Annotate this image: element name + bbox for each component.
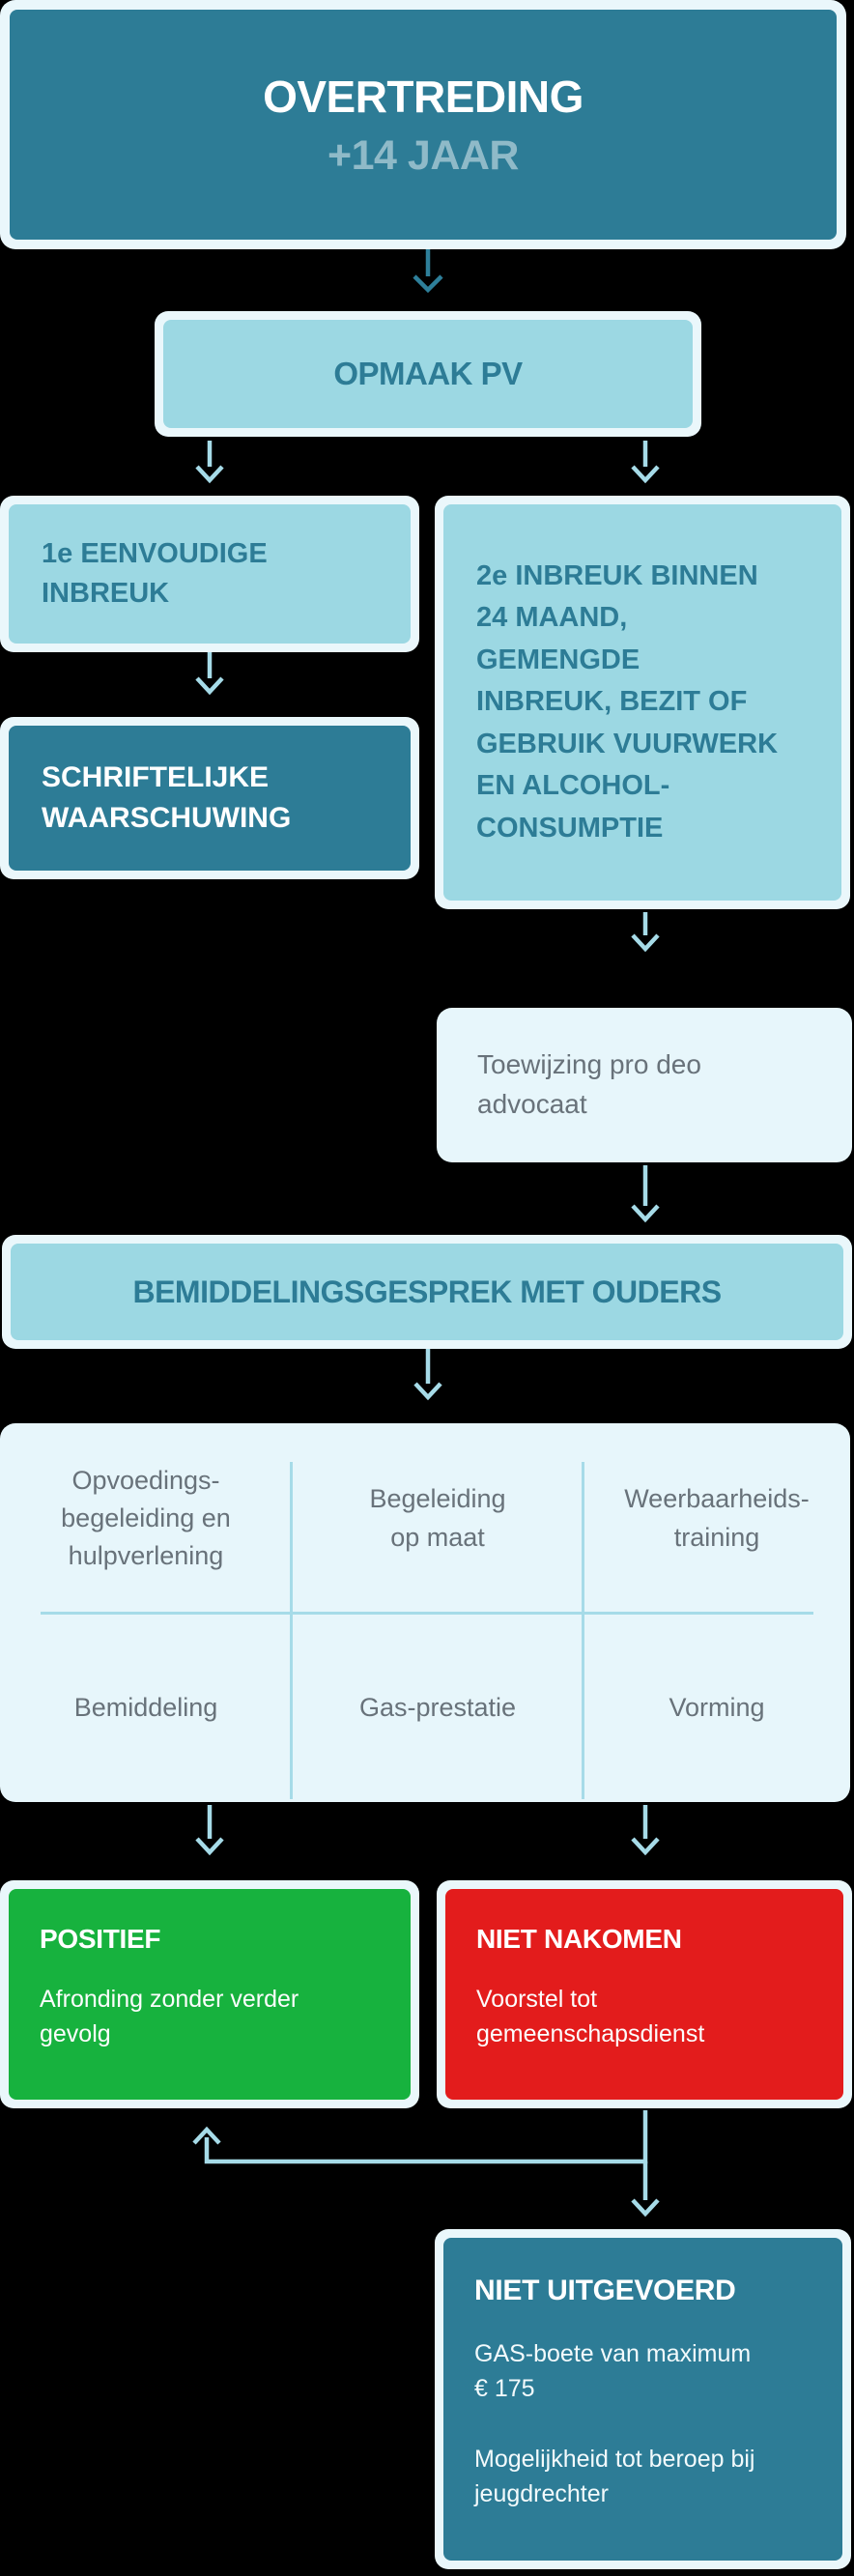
arrow-toewijzing-bemiddeling — [631, 1165, 660, 1223]
positief-body: Afronding zonder verder gevolg — [40, 1986, 299, 2048]
maatregel-gas-prestatie: Gas-prestatie — [358, 1692, 517, 1722]
positief-title: POSITIEF — [40, 1924, 161, 1954]
arrow-eenvoudige-schriftelijke — [195, 646, 224, 696]
arrowhead-up-positief — [192, 2126, 221, 2145]
maatregel-vorming: Vorming — [669, 1692, 765, 1722]
connector-nietnakomen-branch — [192, 2110, 660, 2218]
tweede-inbreuk-label: 2e INBREUK BINNEN 24 MAAND, GEMENGDE INB… — [476, 559, 779, 844]
node-overtreding: OVERTREDING +14 JAAR — [0, 0, 846, 249]
node-niet-nakomen: NIET NAKOMEN Voorstel tot gemeenschapsdi… — [437, 1880, 852, 2108]
maatregel-bemiddeling: Bemiddeling — [73, 1692, 218, 1722]
arrow-overtreding-opmaak — [413, 248, 443, 294]
arrow-opmaak-eenvoudige — [195, 441, 224, 484]
grid-divider-vertical-2 — [582, 1462, 584, 1799]
arrow-opmaak-tweede-inbreuk — [631, 441, 660, 484]
eenvoudige-inbreuk-label: 1e EENVOUDIGE INBREUK — [42, 538, 268, 609]
schriftelijke-waarschuwing-label: SCHRIFTELIJKE WAARSCHUWING — [42, 761, 292, 834]
node-toewijzing-pro-deo: Toewijzing pro deo advocaat — [437, 1008, 852, 1162]
niet-nakomen-body: Voorstel tot gemeenschapsdienst — [476, 1986, 705, 2048]
node-maatregelen-grid: Opvoedings- begeleiding en hulpverlening… — [0, 1423, 850, 1802]
node-bemiddelingsgesprek: BEMIDDELINGSGESPREK MET OUDERS — [2, 1235, 852, 1349]
arrow-maatregelen-positief — [195, 1805, 224, 1856]
maatregel-opvoedingsbegeleiding: Opvoedings- begeleiding en hulpverlening — [61, 1465, 231, 1571]
arrow-inbreuk-toewijzing — [631, 912, 660, 953]
arrow-maatregelen-nietnakomen — [631, 1805, 660, 1856]
niet-nakomen-title: NIET NAKOMEN — [476, 1924, 682, 1954]
arrowhead-down-nietuitgevoerd — [631, 2198, 660, 2218]
bemiddelingsgesprek-label: BEMIDDELINGSGESPREK MET OUDERS — [132, 1274, 722, 1309]
node-tweede-inbreuk: 2e INBREUK BINNEN 24 MAAND, GEMENGDE INB… — [435, 496, 850, 909]
grid-divider-horizontal — [41, 1612, 813, 1615]
opmaak-pv-label: OPMAAK PV — [333, 356, 523, 391]
node-positief: POSITIEF Afronding zonder verder gevolg — [0, 1880, 419, 2108]
node-opmaak-pv: OPMAAK PV — [155, 311, 701, 437]
niet-uitgevoerd-body-beroep: Mogelijkheid tot beroep bij jeugdrechter — [474, 2445, 755, 2507]
grid-divider-vertical-1 — [290, 1462, 293, 1799]
overtreding-subtitle: +14 JAAR — [327, 131, 519, 179]
maatregel-begeleiding-op-maat: Begeleiding op maat — [369, 1484, 506, 1552]
overtreding-title: OVERTREDING — [263, 71, 584, 122]
niet-uitgevoerd-body-boete: GAS-boete van maximum € 175 — [474, 2340, 752, 2403]
niet-uitgevoerd-title: NIET UITGEVOERD — [474, 2275, 736, 2306]
maatregel-weerbaarheidstraining: Weerbaarheids- training — [624, 1484, 810, 1552]
node-niet-uitgevoerd: NIET UITGEVOERD GAS-boete van maximum € … — [435, 2229, 851, 2569]
arrow-bemiddeling-maatregelen — [413, 1346, 442, 1401]
toewijzing-label: Toewijzing pro deo advocaat — [477, 1049, 701, 1119]
node-schriftelijke-waarschuwing: SCHRIFTELIJKE WAARSCHUWING — [0, 717, 419, 879]
node-eenvoudige-inbreuk: 1e EENVOUDIGE INBREUK — [0, 496, 419, 652]
